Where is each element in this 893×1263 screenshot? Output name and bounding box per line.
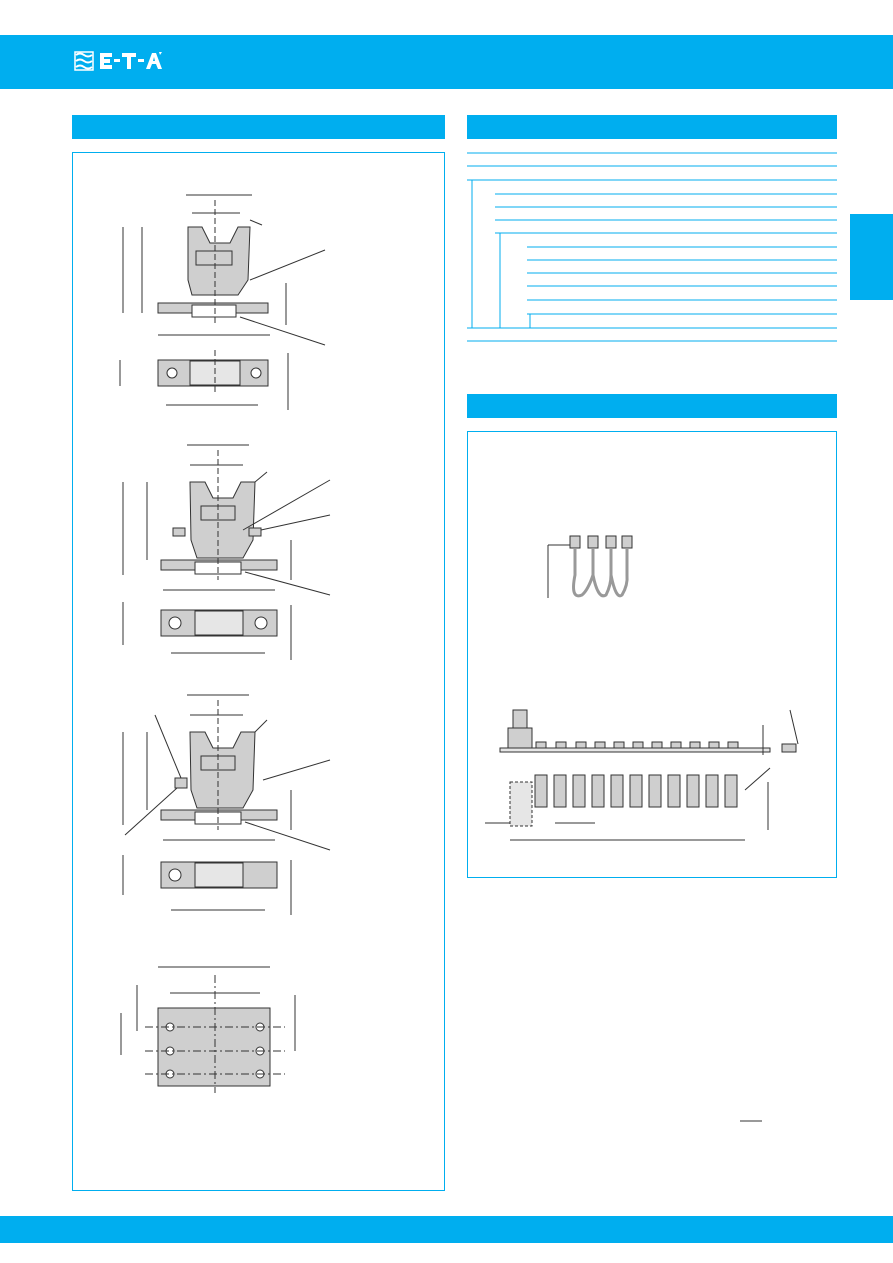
left-panel-header: [72, 115, 445, 139]
eta-logo-icon: [74, 51, 162, 71]
connector-cable-drawing: [547, 535, 633, 598]
accessories-header: [467, 394, 837, 418]
mounting-drawing-2: [122, 444, 331, 660]
section-side-tab: [850, 214, 893, 300]
hole-pattern-drawing: [120, 966, 296, 1093]
accessories-panel: [467, 431, 837, 878]
mounting-drawing-1: [119, 194, 326, 410]
bottom-brand-bar: [0, 1216, 893, 1243]
page-number-mark: [740, 1120, 762, 1122]
ordering-code-table: [467, 152, 837, 342]
ordering-header: [467, 115, 837, 139]
mounting-drawing-3: [122, 694, 331, 915]
dimension-drawings-panel: [72, 152, 445, 1191]
terminal-strip-drawing: [485, 709, 799, 841]
